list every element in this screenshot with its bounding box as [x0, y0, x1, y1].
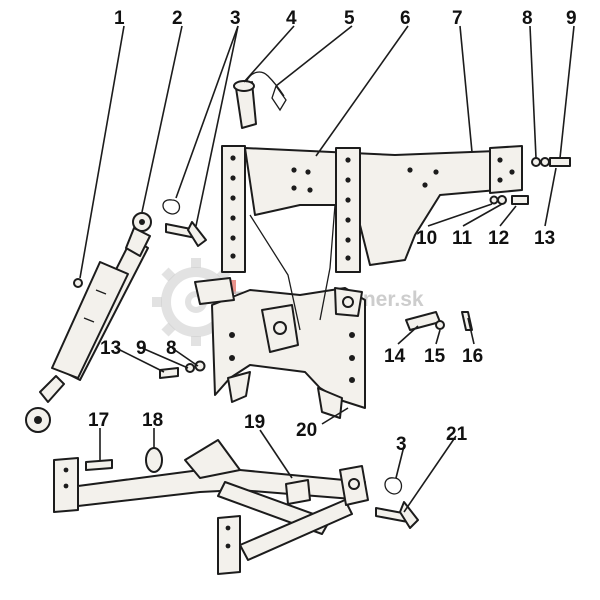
callout-5: 5: [344, 8, 355, 29]
center-hitch-pin: [273, 321, 287, 335]
frame-crossbar: [244, 147, 521, 266]
pin-set-right: [405, 311, 473, 331]
callout-18: 18: [142, 410, 163, 431]
callout-6: 6: [400, 8, 411, 29]
small-bolt: [85, 459, 113, 471]
callout-2: 2: [172, 8, 183, 29]
bushing: [145, 447, 163, 473]
left-side-plate: [221, 145, 246, 273]
right-hitch-pin: [342, 296, 354, 308]
a-frame-apex: [184, 439, 241, 479]
callout-11: 11: [452, 228, 473, 249]
frame-brace-left: [249, 214, 301, 331]
callout-14: 14: [384, 346, 406, 367]
left-bolt-set: [159, 360, 206, 379]
chained-pin: [233, 71, 287, 129]
right-bolt-set: [531, 157, 571, 167]
callout-1: 1: [114, 8, 125, 29]
callout-13-left: 13: [100, 338, 121, 359]
leader-lines: [79, 25, 575, 513]
callout-10: 10: [416, 228, 437, 249]
lower-link-pin: [375, 501, 419, 529]
callout-20: 20: [296, 420, 317, 441]
top-link-lower-neck: [39, 375, 65, 403]
a-frame-lower-bar: [239, 499, 353, 561]
callout-labels: 1 2 3 4 5 6 7 8 9 10 11 12 13 13 9 8 14 …: [88, 8, 577, 455]
callout-8-left: 8: [166, 338, 177, 359]
mid-bolt-set: [489, 195, 529, 205]
a-frame-mid-lug: [285, 479, 311, 505]
callout-16: 16: [462, 346, 483, 367]
callout-15: 15: [424, 346, 446, 367]
callout-19: 19: [244, 412, 265, 433]
cross-pin: [405, 311, 441, 331]
callout-12: 12: [488, 228, 509, 249]
callout-4: 4: [286, 8, 297, 29]
callout-17: 17: [88, 410, 109, 431]
callout-21: 21: [446, 424, 468, 445]
top-link-upper-neck: [125, 227, 151, 257]
callout-13: 13: [534, 228, 555, 249]
pin-washer: [435, 320, 445, 330]
callout-8: 8: [522, 8, 533, 29]
callout-3: 3: [230, 8, 241, 29]
frame-brace-right: [319, 204, 336, 321]
callout-9: 9: [566, 8, 577, 29]
left-hitch-lug: [194, 277, 235, 305]
frame-foot-left: [227, 371, 251, 403]
linch-pin-lower: [384, 477, 403, 495]
lower-a-frame: [53, 439, 369, 575]
callout-3-lower: 3: [396, 434, 407, 455]
crossbar-end-bracket: [489, 145, 523, 194]
top-link-assembly: [25, 212, 152, 433]
frame-assembly: [194, 145, 523, 419]
frame-foot-right: [317, 387, 343, 419]
linch-pin-upper: [162, 199, 207, 247]
right-side-plate: [335, 147, 361, 273]
callout-9-left: 9: [136, 338, 147, 359]
ball-bushing: [73, 278, 83, 288]
callout-7: 7: [452, 8, 463, 29]
